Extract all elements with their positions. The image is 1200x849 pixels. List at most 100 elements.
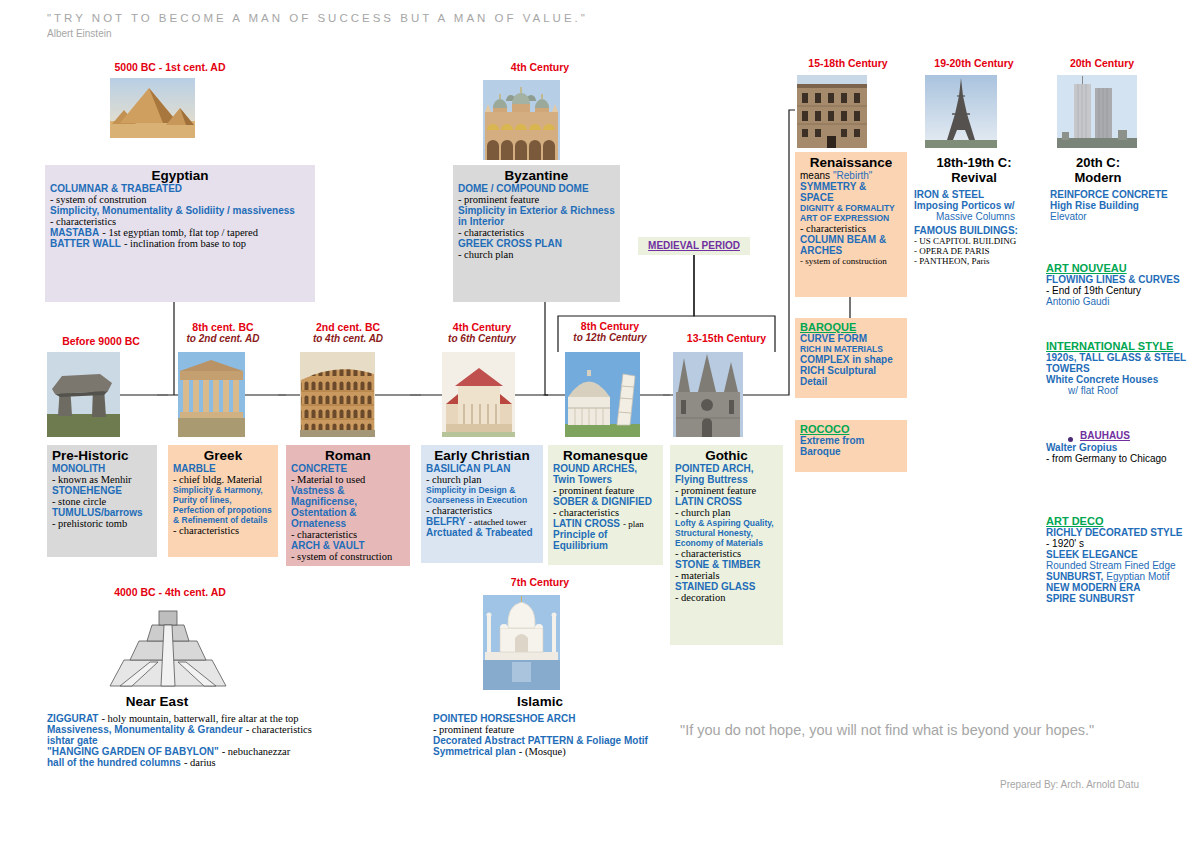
text-line: Massive Columns xyxy=(914,211,1046,222)
label-group: ZIGGURAT- holy mountain, batterwall, fir… xyxy=(47,713,392,768)
greek-temple-photo xyxy=(223,380,229,412)
cathedral-photo xyxy=(698,354,716,392)
basilica-photo xyxy=(483,80,560,160)
keyword: "HANGING GARDEN OF BABYLON" xyxy=(47,746,219,757)
keyword: STONE & TIMBER xyxy=(675,559,760,570)
palazzo-photo xyxy=(854,129,860,137)
note: Massive Columns xyxy=(936,211,1015,222)
greek-temple-photo xyxy=(178,352,245,437)
taj-mahal-photo xyxy=(485,652,558,660)
text-line: - OPERA DE PARIS xyxy=(914,246,1046,256)
greek-temple-photo xyxy=(203,380,209,412)
description: - church plan xyxy=(426,474,481,485)
pyramids-photo xyxy=(110,78,195,138)
description: means xyxy=(800,170,830,181)
text-line: FLOWING LINES & CURVES xyxy=(1046,274,1194,285)
basilica-photo xyxy=(529,140,541,160)
keyword: Simplicity, Monumentality & Solidiity / … xyxy=(50,205,295,216)
palazzo-photo xyxy=(797,106,867,107)
description: - prehistoric tomb xyxy=(52,518,127,529)
text-line: - church plan xyxy=(426,474,538,485)
eiffel-photo xyxy=(957,95,965,96)
text-line: GREEK CROSS PLAN xyxy=(458,238,615,249)
palazzo-photo xyxy=(841,111,847,121)
text-line: - prominent feature xyxy=(433,724,681,735)
heading: Gothic xyxy=(705,448,748,463)
text-line: - known as Menhir xyxy=(52,474,152,485)
text-line: POINTED HORSESHOE ARCH xyxy=(433,713,681,724)
text-line: Gothic xyxy=(675,448,778,463)
style-name: ART DECO xyxy=(1046,515,1103,527)
description: - materials xyxy=(675,570,720,581)
taj-mahal-photo xyxy=(487,616,491,652)
text-line: Walter Gropius xyxy=(1046,442,1194,453)
text-line: INTERNATIONAL STYLE xyxy=(1046,340,1194,352)
basilica-cutaway-photo xyxy=(488,404,489,424)
heading: Romanesque xyxy=(563,448,648,463)
palazzo-photo xyxy=(802,93,808,103)
basilica-photo xyxy=(542,94,543,99)
period-name: BAUHAUS xyxy=(1080,430,1130,441)
taj-mahal-photo xyxy=(500,624,508,628)
basilica-cutaway-photo xyxy=(458,384,500,424)
date-range: to 2nd cent. AD xyxy=(187,333,260,344)
cathedral-photo xyxy=(676,392,740,437)
basilica-photo xyxy=(543,140,555,160)
text-line: COLUMNAR & TRABEATED xyxy=(50,183,310,194)
description: - decoration xyxy=(675,592,725,603)
pisa-photo xyxy=(565,352,640,437)
keyword: STAINED GLASS xyxy=(675,581,755,592)
description-small: - system of construction xyxy=(800,256,887,266)
colosseum-photo xyxy=(301,369,374,432)
style-name: INTERNATIONAL STYLE xyxy=(1046,340,1173,352)
text-line: FAMOUS BUILDINGS: xyxy=(914,225,1046,236)
date-label: 7th Century xyxy=(511,576,569,588)
style-box: RomanCONCRETE- Material to usedVastness … xyxy=(286,352,410,566)
keyword: IRON & STEEL xyxy=(914,189,984,200)
description: - from Germany to Chicago xyxy=(1046,453,1167,464)
text-line: Renaissance xyxy=(800,155,902,170)
colosseum-photo xyxy=(301,391,374,392)
label-group: 8th cent. BCto 2nd cent. AD xyxy=(168,321,278,344)
text-line: 15-18th Century xyxy=(790,57,906,69)
text-line: Massiveness, Monumentality & Grandeur- c… xyxy=(47,724,392,735)
text-line: Simplicity, Monumentality & Solidiity / … xyxy=(50,205,310,216)
pisa-photo xyxy=(603,408,604,425)
timeline-connector xyxy=(410,394,421,395)
keyword: FLOWING LINES & CURVES xyxy=(1046,274,1180,285)
text-line: Symmetrical plan- (Mosque) xyxy=(433,746,681,757)
dolmen-photo xyxy=(47,352,120,437)
credit: Prepared By: Arch. Arnold Datu xyxy=(1000,779,1139,790)
pisa-photo xyxy=(582,408,583,425)
pyramids-photo xyxy=(166,108,194,125)
date-label: 13-15th Century xyxy=(687,332,766,344)
keyword: High Rise Building xyxy=(1050,200,1139,211)
description: - church plan xyxy=(458,249,513,260)
heading: Renaissance xyxy=(810,155,893,170)
text-line: - PANTHEON, Paris xyxy=(914,256,1046,266)
text-line: - stone circle xyxy=(52,496,152,507)
pisa-photo xyxy=(568,397,610,425)
text-line: IRON & STEEL xyxy=(914,189,1046,200)
text-line: Simplicity in Exterior & Richness in Int… xyxy=(458,205,615,227)
box-fill: RomanesqueROUND ARCHES, Twin Towers- pro… xyxy=(548,445,663,565)
description: - characteristics xyxy=(800,223,866,234)
cathedral-photo xyxy=(673,352,743,437)
text-line: - characteristics xyxy=(553,507,658,518)
text-line: - church plan xyxy=(458,249,615,260)
quote: "If you do not hope, you will not find w… xyxy=(680,722,1094,738)
text-line: Egyptian xyxy=(50,168,310,183)
text-line: LATIN CROSS xyxy=(675,496,778,507)
description: - stone circle xyxy=(52,496,106,507)
description-small: - OPERA DE PARIS xyxy=(914,246,989,256)
box-fill: BAROQUECURVE FORMRICH IN MATERIALSCOMPLE… xyxy=(795,318,907,398)
text-line: Imposing Porticos w/ xyxy=(914,200,1046,211)
basilica-photo xyxy=(512,93,530,104)
heading: Greek xyxy=(204,448,242,463)
style-name: BAROQUE xyxy=(800,321,856,333)
pisa-photo xyxy=(617,374,635,425)
note: Rounded Stream Fined Edge xyxy=(1046,560,1176,571)
description: - darius xyxy=(184,757,216,768)
greek-temple-photo xyxy=(180,360,243,371)
towers-photo xyxy=(1082,76,1083,84)
